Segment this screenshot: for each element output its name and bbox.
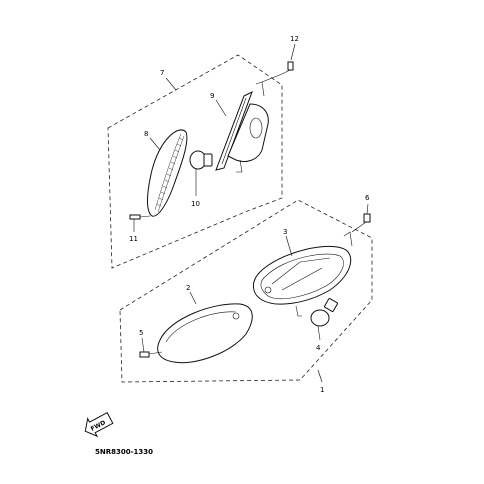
assembly-1-boundary xyxy=(119,199,373,383)
leader-9 xyxy=(215,99,227,117)
leader-3 xyxy=(285,235,293,257)
callout-6: 6 xyxy=(365,194,370,202)
leader-1 xyxy=(317,369,323,383)
callout-9: 9 xyxy=(210,92,214,100)
screw-6-part xyxy=(351,203,371,233)
fwd-arrow-icon: FWD xyxy=(84,412,114,438)
leader-8 xyxy=(149,137,161,151)
housing-9-part xyxy=(215,81,269,173)
assembly-7-boundary xyxy=(107,54,283,269)
leader-2 xyxy=(189,291,197,305)
leader-12 xyxy=(290,43,296,61)
bulb-4-part xyxy=(310,298,338,341)
callout-10: 10 xyxy=(191,200,200,208)
leader-7 xyxy=(165,77,177,91)
bulb-10-part xyxy=(189,150,213,196)
diagram-code: 5NR8300-1330 xyxy=(95,448,153,456)
callout-7: 7 xyxy=(160,69,164,77)
callout-11: 11 xyxy=(129,235,138,243)
callout-3: 3 xyxy=(283,228,287,236)
callout-1: 1 xyxy=(320,386,324,394)
callout-8: 8 xyxy=(144,130,148,138)
callout-2: 2 xyxy=(186,284,190,292)
callout-5: 5 xyxy=(139,329,143,337)
callout-4: 4 xyxy=(316,344,321,352)
housing-3-part xyxy=(253,231,353,317)
screw-5-part xyxy=(139,337,163,358)
screw-11-part xyxy=(129,214,151,232)
lens-2-part xyxy=(157,303,253,364)
callout-12: 12 xyxy=(290,35,299,43)
lens-8-part xyxy=(147,129,188,217)
screw-12-part xyxy=(261,61,294,83)
